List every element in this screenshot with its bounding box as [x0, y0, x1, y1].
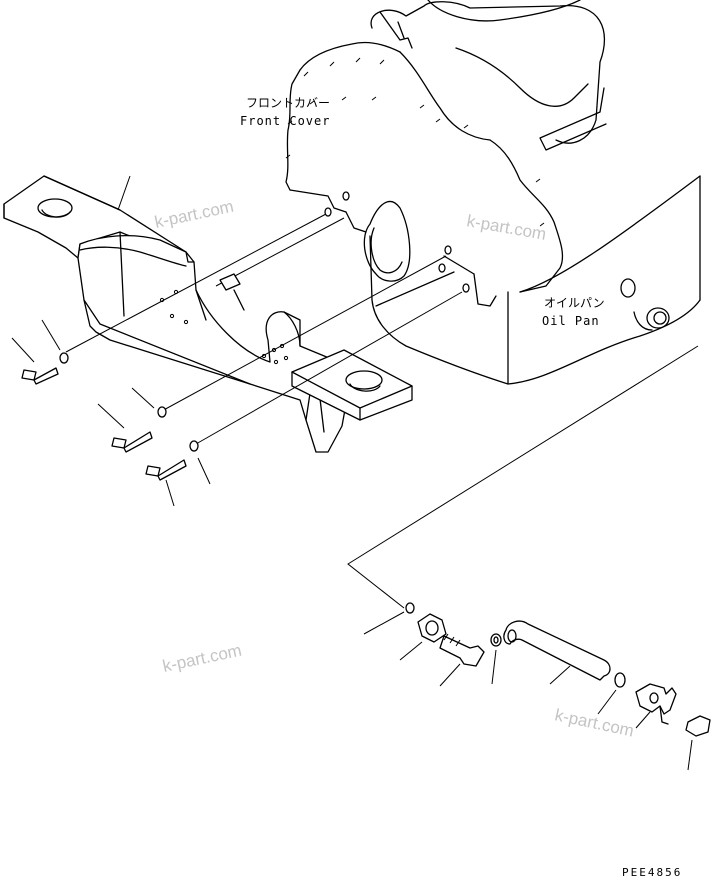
- oil-pan-label-en: Oil Pan: [542, 314, 600, 328]
- bracket-leader: [117, 175, 131, 211]
- watermark-1: k-part.com: [153, 197, 235, 232]
- screw: [685, 715, 711, 737]
- o-ring: [405, 602, 415, 614]
- bolt-set-lower: [145, 440, 211, 507]
- bolt-set-upper: [11, 319, 69, 385]
- bolt-set-middle: [97, 387, 167, 453]
- front-cover-label-en: Front Cover: [240, 114, 330, 128]
- watermark-3: k-part.com: [161, 641, 243, 676]
- bracket-clip: [635, 683, 677, 715]
- engine-mount-bracket: [3, 175, 413, 453]
- watermark-4: k-part.com: [553, 705, 635, 740]
- clamp: [490, 633, 502, 647]
- assembly-lines: [65, 213, 699, 609]
- nut: [417, 613, 447, 643]
- drawing-code: PEE4856: [622, 866, 682, 879]
- oil-pan-tube-assembly: [363, 602, 711, 771]
- engine-front-cover: [285, 0, 607, 307]
- hose: [503, 620, 611, 681]
- dowel-pin: [219, 191, 470, 311]
- elbow: [439, 635, 485, 667]
- oil-pan: [369, 175, 701, 385]
- watermark-2: k-part.com: [465, 211, 547, 244]
- front-cover-label-jp: フロントカバー: [246, 96, 330, 110]
- oil-pan-label-jp: オイルパン: [544, 296, 605, 310]
- hose-clamp: [614, 672, 626, 688]
